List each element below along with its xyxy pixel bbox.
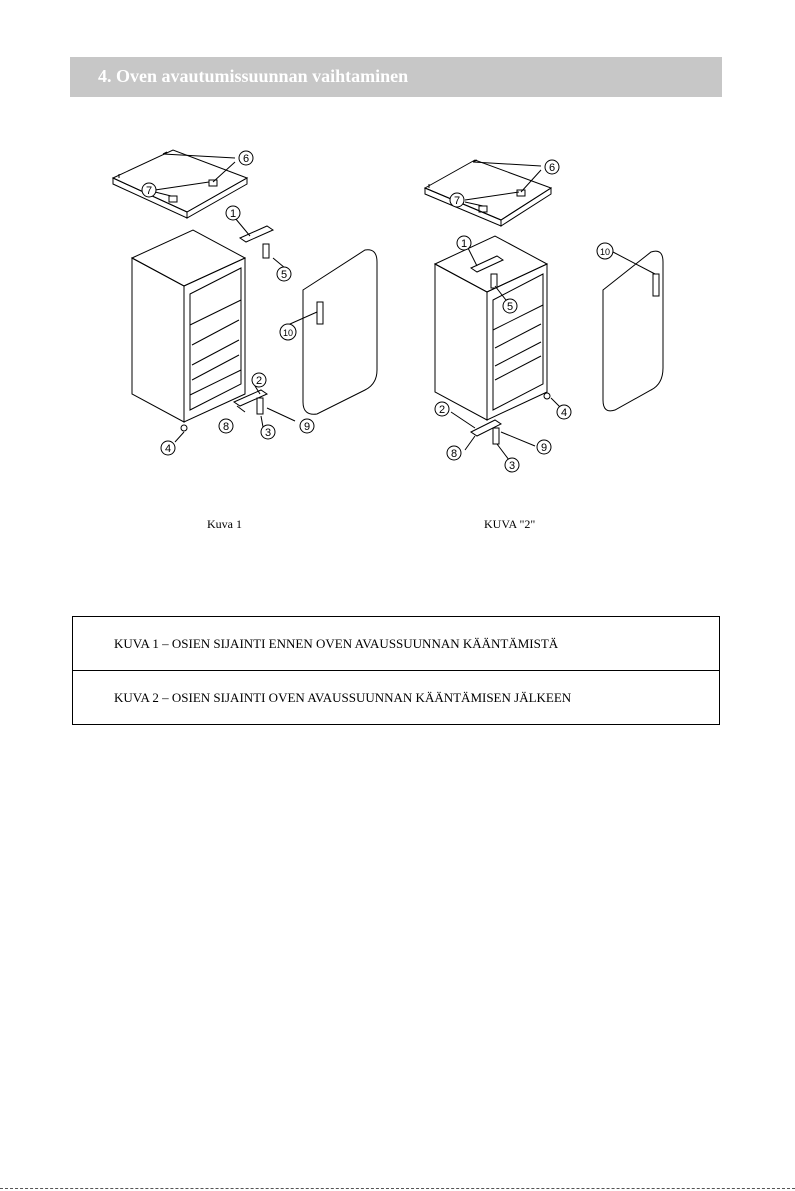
callout-4-left: 4 xyxy=(161,441,175,455)
svg-text:6: 6 xyxy=(549,162,555,174)
callout-6-right: 6 xyxy=(545,160,559,174)
figure-legend-table: KUVA 1 – OSIEN SIJAINTI ENNEN OVEN AVAUS… xyxy=(72,616,720,725)
figure-1-caption: Kuva 1 xyxy=(207,517,242,532)
svg-text:4: 4 xyxy=(165,443,171,455)
legend-row-figure-2: KUVA 2 – OSIEN SIJAINTI OVEN AVAUSSUUNNA… xyxy=(73,671,720,725)
callout-10-left: 10 xyxy=(280,324,296,340)
svg-text:7: 7 xyxy=(454,195,460,207)
door-reversal-diagram: 1 2 3 4 5 6 7 8 9 10 1 2 3 4 5 6 7 8 9 1… xyxy=(95,140,715,480)
callout-8-right: 8 xyxy=(447,446,461,460)
callout-8-left: 8 xyxy=(219,419,233,433)
callout-7-left: 7 xyxy=(142,183,156,197)
svg-text:4: 4 xyxy=(561,407,567,419)
svg-text:8: 8 xyxy=(451,448,457,460)
callout-1-right: 1 xyxy=(457,236,471,250)
callout-5-right: 5 xyxy=(503,299,517,313)
legend-row: KUVA 1 – OSIEN SIJAINTI ENNEN OVEN AVAUS… xyxy=(73,617,720,671)
page-bottom-rule xyxy=(0,1188,795,1189)
svg-text:1: 1 xyxy=(230,208,236,220)
callout-7-right: 7 xyxy=(450,193,464,207)
legend-row: KUVA 2 – OSIEN SIJAINTI OVEN AVAUSSUUNNA… xyxy=(73,671,720,725)
callout-4-right: 4 xyxy=(557,405,571,419)
svg-text:2: 2 xyxy=(439,404,445,416)
svg-text:6: 6 xyxy=(243,153,249,165)
svg-text:1: 1 xyxy=(461,238,467,250)
figure-2-caption: KUVA "2" xyxy=(484,517,535,532)
svg-text:3: 3 xyxy=(265,427,271,439)
svg-text:10: 10 xyxy=(283,328,293,338)
callout-2-right: 2 xyxy=(435,402,449,416)
callout-10-right: 10 xyxy=(597,243,613,259)
svg-text:2: 2 xyxy=(256,375,262,387)
callout-3-right: 3 xyxy=(505,458,519,472)
svg-text:7: 7 xyxy=(146,185,152,197)
svg-text:10: 10 xyxy=(600,247,610,257)
section-title: 4. Oven avautumissuunnan vaihtaminen xyxy=(98,66,408,87)
section-header-bar: 4. Oven avautumissuunnan vaihtaminen xyxy=(70,57,722,97)
callout-5-left: 5 xyxy=(277,267,291,281)
svg-text:3: 3 xyxy=(509,460,515,472)
callout-9-left: 9 xyxy=(300,419,314,433)
svg-text:5: 5 xyxy=(507,301,513,313)
legend-row-figure-1: KUVA 1 – OSIEN SIJAINTI ENNEN OVEN AVAUS… xyxy=(73,617,720,671)
callout-6-left: 6 xyxy=(239,151,253,165)
callout-1-left: 1 xyxy=(226,206,240,220)
callout-2-left: 2 xyxy=(252,373,266,387)
callout-9-right: 9 xyxy=(537,440,551,454)
callout-3-left: 3 xyxy=(261,425,275,439)
svg-text:9: 9 xyxy=(304,421,310,433)
svg-text:5: 5 xyxy=(281,269,287,281)
svg-text:8: 8 xyxy=(223,421,229,433)
svg-text:9: 9 xyxy=(541,442,547,454)
